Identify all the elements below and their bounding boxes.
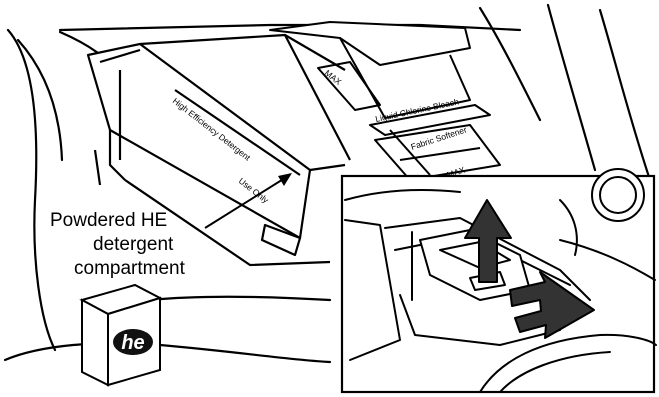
inset-detail (342, 169, 656, 392)
he-logo-text: he (121, 332, 144, 354)
callout-line-1: Powdered HE (50, 210, 167, 231)
he-detergent-box: he (82, 285, 160, 385)
callout-line-2: detergent (93, 234, 174, 255)
callout-line-3: compartment (74, 258, 186, 279)
